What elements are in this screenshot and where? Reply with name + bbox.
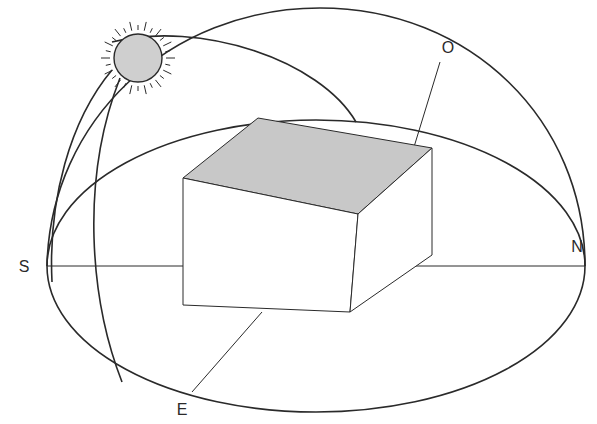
compass-label: E [177, 402, 188, 418]
house-side [350, 148, 432, 312]
sun-symbol [101, 22, 175, 94]
compass-label: N [571, 239, 583, 255]
east-axis [192, 312, 262, 392]
house-front [183, 178, 358, 312]
sun-path [94, 78, 122, 382]
south-axis [47, 266, 183, 267]
sun-path [52, 70, 112, 282]
compass-label: S [19, 259, 30, 275]
compass-label: O [442, 40, 454, 56]
